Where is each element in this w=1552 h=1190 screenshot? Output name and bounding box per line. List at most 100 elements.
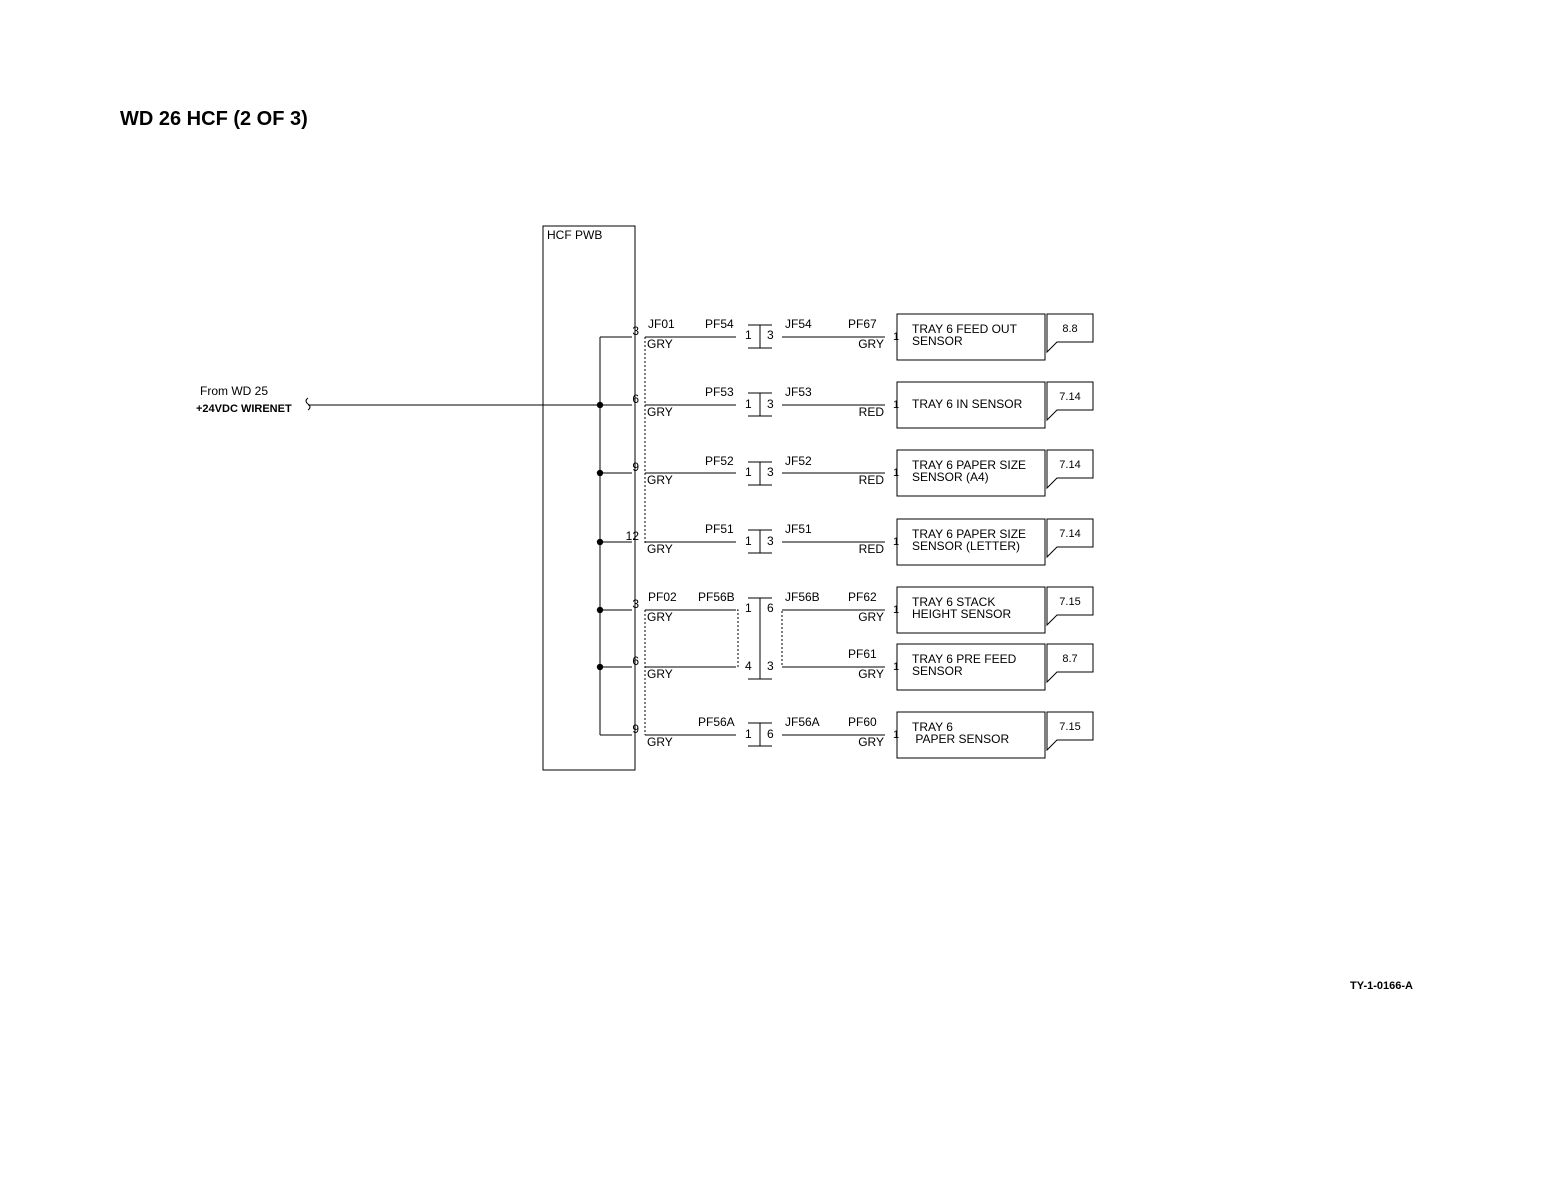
sensor-pin-number: 1	[893, 399, 899, 411]
pin-c56b-top-a: 1	[745, 601, 752, 615]
junction-dot	[596, 606, 604, 614]
board-pin-number: 3	[632, 324, 639, 338]
sensor-box-frame	[896, 711, 1046, 759]
source-from-label: From WD 25	[200, 384, 268, 398]
connector-pf54: PF54	[705, 317, 734, 331]
sensor-name-line2: SENSOR	[912, 664, 963, 678]
connector-symbol-53	[748, 392, 772, 417]
reference-flag	[1046, 518, 1094, 559]
pin-c56b-bottom-b: 3	[767, 659, 774, 673]
sensor-name-line2: SENSOR (LETTER)	[912, 539, 1020, 553]
connector-jf54: JF54	[785, 317, 812, 331]
board-pin-number: 12	[626, 529, 640, 543]
document-id: TY-1-0166-A	[1350, 980, 1413, 992]
reference-number: 8.7	[1062, 653, 1077, 665]
connector-jf56a: JF56A	[785, 715, 820, 729]
sensor-box-frame	[896, 518, 1046, 566]
pin-c54-a: 1	[745, 328, 752, 342]
wire-color-right: GRY	[858, 337, 884, 351]
sensor-name-line2: HEIGHT SENSOR	[912, 607, 1011, 621]
connector-pf56a: PF56A	[698, 715, 735, 729]
sensor-pin-number: 1	[893, 331, 899, 343]
wire-color-right: RED	[859, 542, 885, 556]
reference-number: 8.8	[1062, 323, 1077, 335]
connector-symbol-56a	[748, 722, 772, 747]
wire-color-left: GRY	[647, 667, 673, 681]
sensor-box-frame	[896, 643, 1046, 691]
connector-pf62: PF62	[848, 590, 877, 604]
sensor-name-line2: SENSOR	[912, 334, 963, 348]
connector-pf61: PF61	[848, 647, 877, 661]
diagram-title: WD 26 HCF (2 OF 3)	[120, 108, 308, 130]
sensor-pin-number: 1	[893, 604, 899, 616]
reference-flag	[1046, 586, 1094, 627]
reference-flag	[1046, 643, 1094, 684]
connector-jf52: JF52	[785, 454, 812, 468]
reference-number: 7.15	[1059, 596, 1080, 608]
connector-symbol-56b	[748, 597, 772, 680]
sensor-box-frame	[896, 449, 1046, 497]
connector-jf56b: JF56B	[785, 590, 820, 604]
wire-color-right: RED	[859, 405, 885, 419]
pin-c53-a: 1	[745, 397, 752, 411]
pin-c56b-top-b: 6	[767, 601, 774, 615]
connector-symbol-54	[748, 324, 772, 349]
sensor-box-frame	[896, 313, 1046, 361]
sensor-box-frame	[896, 586, 1046, 634]
reference-number: 7.15	[1059, 721, 1080, 733]
sensor-box: TRAY 6 IN SENSOR 7.14	[896, 381, 1094, 429]
pin-c56b-bottom-a: 4	[745, 659, 752, 673]
pin-c52-a: 1	[745, 465, 752, 479]
connector-jf51: JF51	[785, 522, 812, 536]
hcf-pwb-label: HCF PWB	[547, 228, 602, 242]
reference-number: 7.14	[1059, 528, 1080, 540]
sensor-name-line1: TRAY 6 PRE FEED	[912, 652, 1017, 666]
sensor-name-line1: TRAY 6 IN SENSOR	[912, 397, 1023, 411]
sensor-name-line1: TRAY 6	[912, 720, 953, 734]
reference-flag	[1046, 449, 1094, 490]
sensor-name-line2: SENSOR (A4)	[912, 470, 989, 484]
wire-color-left: GRY	[647, 405, 673, 419]
wire-color-right: GRY	[858, 667, 884, 681]
pin-c51-a: 1	[745, 534, 752, 548]
reference-number: 7.14	[1059, 391, 1080, 403]
connector-pf51: PF51	[705, 522, 734, 536]
pin-c53-b: 3	[767, 397, 774, 411]
connector-pf02: PF02	[648, 590, 677, 604]
junction-dot	[596, 401, 604, 409]
reference-number: 7.14	[1059, 459, 1080, 471]
connector-pf53: PF53	[705, 385, 734, 399]
pin-c52-b: 3	[767, 465, 774, 479]
sensor-pin-number: 1	[893, 661, 899, 673]
connector-pf52: PF52	[705, 454, 734, 468]
board-pin-number: 6	[632, 392, 639, 406]
wire-color-left: GRY	[647, 735, 673, 749]
wire-color-left: GRY	[647, 337, 673, 351]
wire-break-icon	[305, 397, 311, 411]
junction-dot	[596, 538, 604, 546]
sensor-pin-number: 1	[893, 467, 899, 479]
reference-flag	[1046, 711, 1094, 752]
board-pin-number: 9	[632, 460, 639, 474]
wire-color-right: GRY	[858, 610, 884, 624]
connector-pf56b: PF56B	[698, 590, 735, 604]
reference-flag	[1046, 313, 1094, 354]
sensor-name-line1: TRAY 6 STACK	[912, 595, 995, 609]
wire-color-right: GRY	[858, 735, 884, 749]
board-pin-number: 3	[632, 597, 639, 611]
connector-pf60: PF60	[848, 715, 877, 729]
pin-c56a-b: 6	[767, 727, 774, 741]
wire-color-right: RED	[859, 473, 885, 487]
sensor-box-frame	[896, 381, 1046, 429]
sensor-pin-number: 1	[893, 729, 899, 741]
junction-dot	[596, 469, 604, 477]
connector-pf67: PF67	[848, 317, 877, 331]
